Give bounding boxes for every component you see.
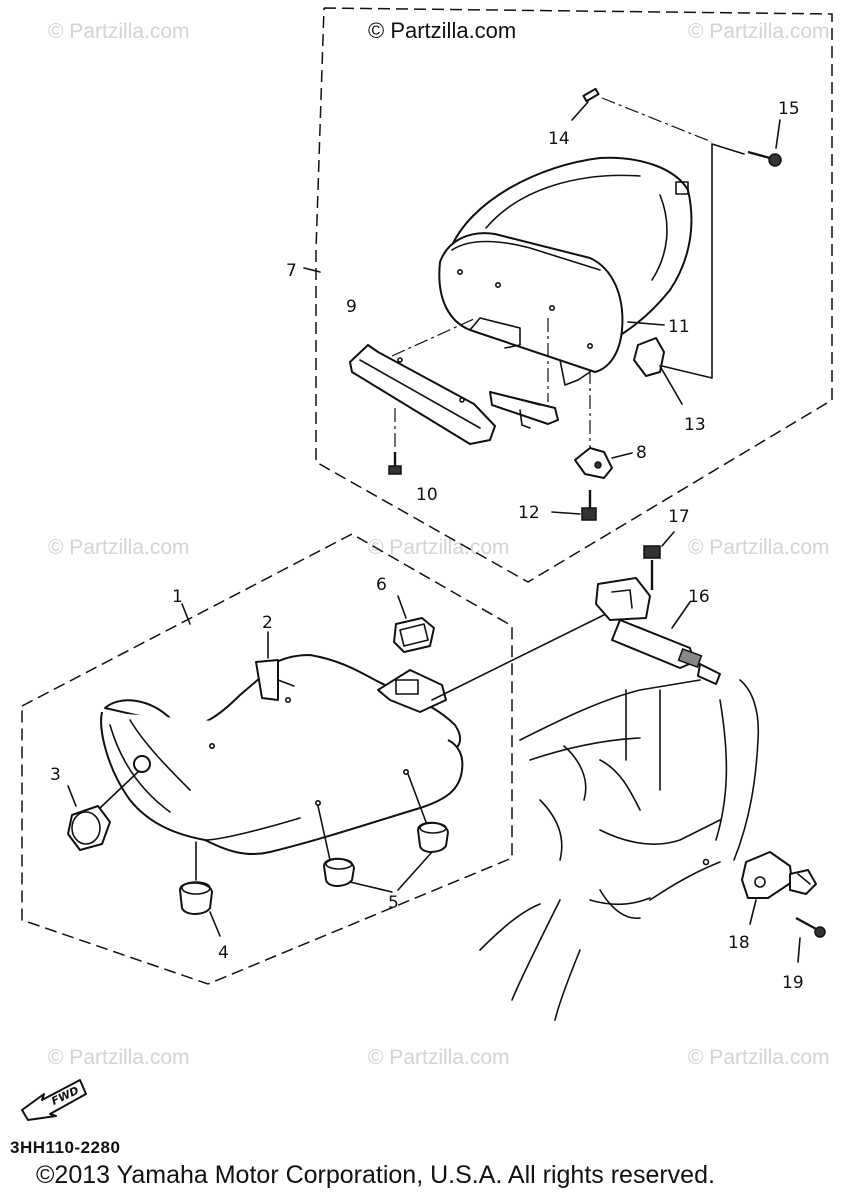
- copyright-notice: ©2013 Yamaha Motor Corporation, U.S.A. A…: [36, 1161, 715, 1189]
- callout-7: 7: [286, 261, 297, 281]
- callout-9: 9: [346, 297, 357, 317]
- callout-16: 16: [688, 587, 710, 607]
- leader-line-1: [181, 603, 191, 625]
- part-13-bracket: [633, 337, 683, 405]
- callout-14: 14: [548, 129, 570, 149]
- watermark: © Partzilla.com: [368, 1046, 510, 1069]
- callout-18: 18: [728, 933, 750, 953]
- part-18-lock-cylinder: [741, 851, 817, 925]
- watermark: © Partzilla.com: [688, 536, 830, 559]
- part-15-screw: [747, 119, 782, 167]
- rear-seat-drawing: [391, 156, 693, 450]
- callout-6: 6: [376, 575, 387, 595]
- callout-13: 13: [684, 415, 706, 435]
- part-3-knob: [67, 755, 151, 851]
- watermark: © Partzilla.com: [48, 1046, 190, 1069]
- part-4-damper: [179, 841, 221, 937]
- fwd-arrow-icon: FWD: [21, 1079, 87, 1121]
- brand-label: © Partzilla.com: [368, 18, 517, 43]
- callout-11: 11: [668, 317, 690, 337]
- diagram-code: 3HH110-2280: [10, 1138, 121, 1157]
- part-6-rubber-damper: [393, 595, 435, 653]
- callout-1: 1: [172, 587, 183, 607]
- callout-10: 10: [416, 485, 438, 505]
- callout-3: 3: [50, 765, 61, 785]
- part-19-screw: [795, 916, 826, 963]
- watermark: © Partzilla.com: [48, 536, 190, 559]
- leader-line-7: [303, 267, 321, 273]
- part-8-bracket: [574, 447, 633, 479]
- group-boundary-rear-seat: [315, 7, 833, 583]
- callout-15: 15: [778, 99, 800, 119]
- callout-17: 17: [668, 507, 690, 527]
- part-14-clip: [571, 87, 713, 143]
- watermark: © Partzilla.com: [688, 1046, 830, 1069]
- connector-13-15: [661, 143, 745, 379]
- part-16-seat-lock: [595, 577, 721, 685]
- part-17-bolt: [643, 531, 675, 590]
- part-5-dampers: [317, 773, 449, 893]
- part-10-bolt: [388, 452, 402, 475]
- callout-5: 5: [388, 893, 399, 913]
- watermark: © Partzilla.com: [688, 20, 830, 43]
- part-2-strap: [255, 631, 295, 701]
- callout-4: 4: [218, 943, 229, 963]
- main-seat-drawing: [100, 607, 619, 856]
- callout-8: 8: [636, 443, 647, 463]
- leader-line-11: [627, 321, 665, 326]
- frame-drawing: [479, 679, 760, 1021]
- callout-2: 2: [262, 613, 273, 633]
- group-boundary-main-seat: [21, 533, 513, 985]
- callout-12: 12: [518, 503, 540, 523]
- part-12-bolt: [551, 490, 597, 521]
- watermark: © Partzilla.com: [48, 20, 190, 43]
- callout-19: 19: [782, 973, 804, 993]
- watermark: © Partzilla.com: [368, 536, 510, 559]
- part-9-seat-rail: [349, 344, 496, 445]
